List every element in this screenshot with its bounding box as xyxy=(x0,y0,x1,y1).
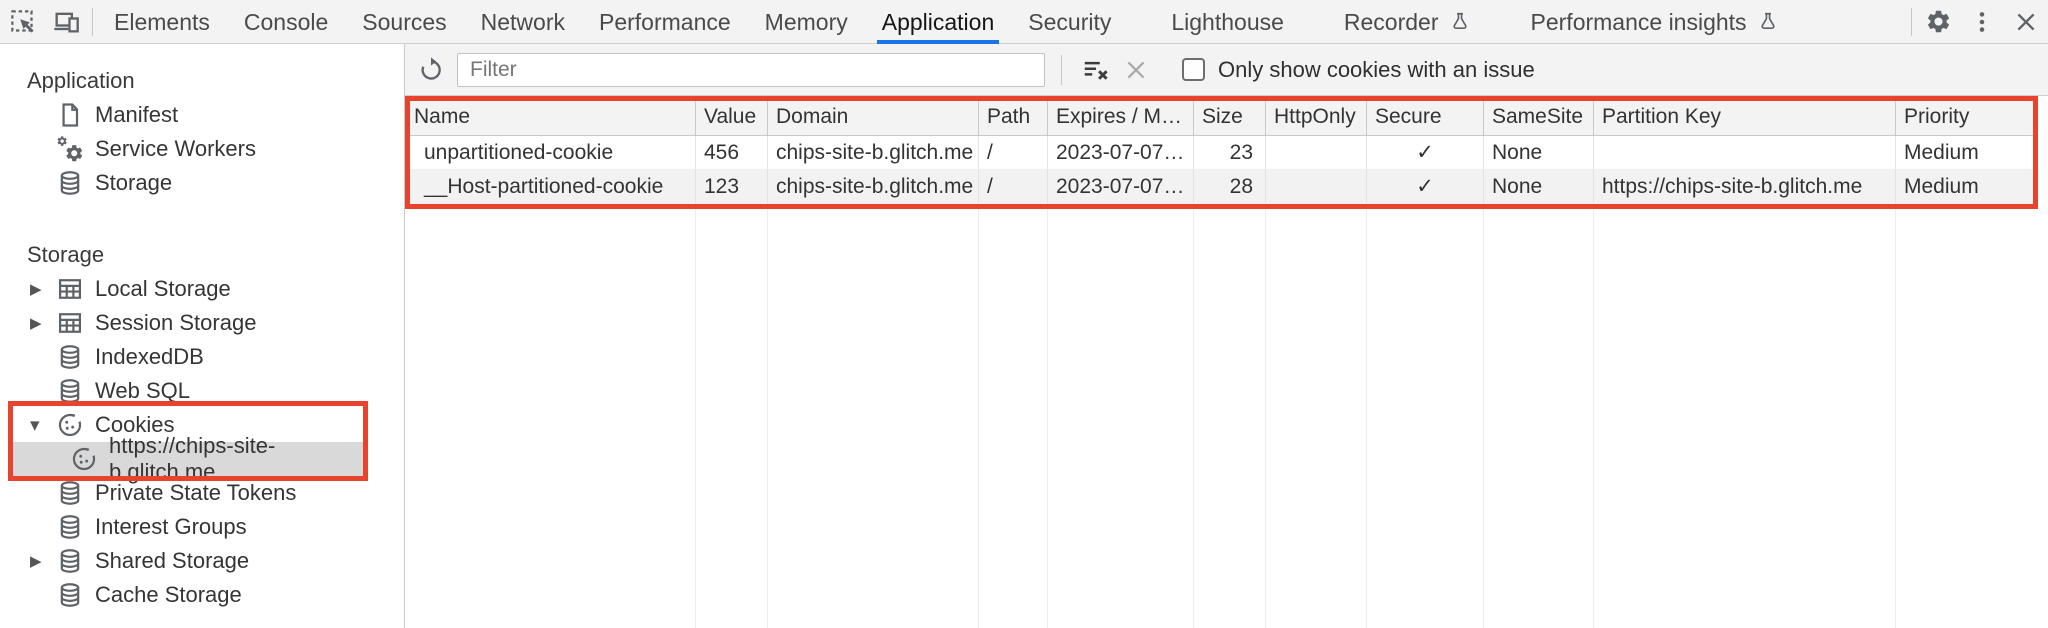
only-issue-label[interactable]: Only show cookies with an issue xyxy=(1218,56,1535,82)
sidebar-item-local-storage[interactable]: Local Storage xyxy=(0,272,404,306)
column-header-samesite[interactable]: SameSite xyxy=(1484,98,1594,136)
sidebar-item-service-workers[interactable]: Service Workers xyxy=(0,132,404,166)
table-cell[interactable]: chips-site-b.glitch.me xyxy=(768,170,979,204)
column-header-path[interactable]: Path xyxy=(979,98,1048,136)
device-toolbar-icon[interactable] xyxy=(44,0,88,44)
cookies-toolbar: Only show cookies with an issue xyxy=(405,44,2048,96)
table-cell[interactable]: Medium xyxy=(1896,136,2036,170)
file-icon xyxy=(56,101,84,129)
sidebar-item-cookie-origin[interactable]: https://chips-site-b.glitch.me xyxy=(13,433,363,484)
table-grid-icon xyxy=(56,309,84,337)
toolbar-divider xyxy=(1061,54,1062,85)
refresh-icon[interactable] xyxy=(413,48,449,92)
tab-memory[interactable]: Memory xyxy=(764,8,848,35)
table-cell-secure-check[interactable]: ✓ xyxy=(1367,136,1484,170)
tab-recorder[interactable]: Recorder xyxy=(1327,0,1488,44)
more-options-kebab-icon[interactable] xyxy=(1960,0,2004,44)
settings-gear-icon[interactable] xyxy=(1916,0,1960,44)
table-cell[interactable]: None xyxy=(1484,136,1594,170)
database-icon xyxy=(56,479,84,507)
table-cell[interactable]: / xyxy=(979,170,1048,204)
sidebar-item-shared-storage[interactable]: Shared Storage xyxy=(0,544,404,578)
sidebar-item-storage[interactable]: Storage xyxy=(0,166,404,200)
inspect-element-icon[interactable] xyxy=(0,0,44,44)
table-cell[interactable]: https://chips-site-b.glitch.me xyxy=(1594,170,1896,204)
flask-experiment-icon xyxy=(1449,10,1471,34)
sidebar-section-storage: Storage xyxy=(27,242,105,267)
column-header-priority[interactable]: Priority xyxy=(1896,98,2036,136)
database-icon xyxy=(56,169,84,197)
toolbar-divider xyxy=(92,7,93,36)
sidebar-item-private-state-tokens[interactable]: Private State Tokens xyxy=(0,476,404,510)
only-issue-checkbox[interactable] xyxy=(1182,58,1205,81)
database-icon xyxy=(56,343,84,371)
cookie-icon xyxy=(70,445,98,473)
sidebar-item-cookies[interactable]: Cookies xyxy=(0,408,404,442)
sidebar-section-application: Application xyxy=(27,68,135,93)
sidebar-item-session-storage[interactable]: Session Storage xyxy=(0,306,404,340)
expand-triangle-icon[interactable] xyxy=(30,552,56,570)
table-cell[interactable]: 456 xyxy=(696,136,768,170)
table-cell[interactable]: __Host-partitioned-cookie xyxy=(406,170,696,204)
expand-triangle-icon[interactable] xyxy=(30,314,56,332)
table-cell[interactable] xyxy=(1266,136,1367,170)
column-header-size[interactable]: Size xyxy=(1194,98,1266,136)
table-cell[interactable]: 123 xyxy=(696,170,768,204)
column-header-expires[interactable]: Expires / M… xyxy=(1048,98,1194,136)
tabbar-right-controls xyxy=(1907,0,2048,44)
table-cell[interactable] xyxy=(1266,170,1367,204)
sidebar-item-web-sql[interactable]: Web SQL xyxy=(0,374,404,408)
column-header-name[interactable]: Name xyxy=(406,98,696,136)
flask-experiment-icon xyxy=(1757,10,1779,34)
sidebar-item-indexeddb[interactable]: IndexedDB xyxy=(0,340,404,374)
tab-console[interactable]: Console xyxy=(243,8,329,35)
column-header-value[interactable]: Value xyxy=(696,98,768,136)
tab-application[interactable]: Application xyxy=(865,0,1012,44)
database-icon xyxy=(56,377,84,405)
column-header-domain[interactable]: Domain xyxy=(768,98,979,136)
tab-security[interactable]: Security xyxy=(1028,8,1112,35)
table-cell[interactable]: chips-site-b.glitch.me xyxy=(768,136,979,170)
table-grid-icon xyxy=(56,275,84,303)
table-cell[interactable]: 2023-07-07… xyxy=(1048,170,1194,204)
column-header-partition-key[interactable]: Partition Key xyxy=(1594,98,1896,136)
cookie-icon xyxy=(56,411,84,439)
table-cell[interactable]: Medium xyxy=(1896,170,2036,204)
column-header-secure[interactable]: Secure xyxy=(1367,98,1484,136)
tab-elements[interactable]: Elements xyxy=(114,8,210,35)
column-header-httponly[interactable]: HttpOnly xyxy=(1266,98,1367,136)
table-cell[interactable] xyxy=(1594,136,1896,170)
database-icon xyxy=(56,581,84,609)
toolbar-divider xyxy=(1911,7,1912,36)
service-worker-gears-icon xyxy=(56,135,84,163)
table-cell[interactable]: 2023-07-07… xyxy=(1048,136,1194,170)
cookies-table: Name Value Domain Path Expires / M… Size… xyxy=(406,98,2036,204)
table-cell[interactable]: None xyxy=(1484,170,1594,204)
table-cell[interactable]: / xyxy=(979,136,1048,170)
tab-performance-insights[interactable]: Performance insights xyxy=(1514,0,1796,44)
table-cell[interactable]: unpartitioned-cookie xyxy=(406,136,696,170)
table-cell[interactable]: 28 xyxy=(1194,170,1266,204)
sidebar-item-interest-groups[interactable]: Interest Groups xyxy=(0,510,404,544)
close-devtools-icon[interactable] xyxy=(2004,0,2048,44)
tab-lighthouse[interactable]: Lighthouse xyxy=(1171,8,1284,35)
application-panel-sidebar: Application Manifest xyxy=(0,44,405,628)
clear-filter-icon[interactable] xyxy=(1076,48,1116,92)
devtools-tab-bar: Elements Console Sources Network Perform… xyxy=(0,0,2048,44)
sidebar-item-cache-storage[interactable]: Cache Storage xyxy=(0,578,404,612)
database-icon xyxy=(56,513,84,541)
tab-performance[interactable]: Performance xyxy=(599,8,731,35)
expand-triangle-icon[interactable] xyxy=(30,280,56,298)
cookies-panel: Only show cookies with an issue Name Val… xyxy=(405,44,2048,628)
filter-input[interactable] xyxy=(457,52,1045,87)
sidebar-item-manifest[interactable]: Manifest xyxy=(0,98,404,132)
table-cell[interactable]: 23 xyxy=(1194,136,1266,170)
database-icon xyxy=(56,547,84,575)
table-empty-columns xyxy=(406,204,2036,628)
tab-sources[interactable]: Sources xyxy=(362,8,447,35)
table-cell-secure-check[interactable]: ✓ xyxy=(1367,170,1484,204)
collapse-triangle-icon[interactable] xyxy=(30,414,56,437)
tab-network[interactable]: Network xyxy=(480,8,565,35)
delete-cookie-icon[interactable] xyxy=(1116,48,1156,92)
